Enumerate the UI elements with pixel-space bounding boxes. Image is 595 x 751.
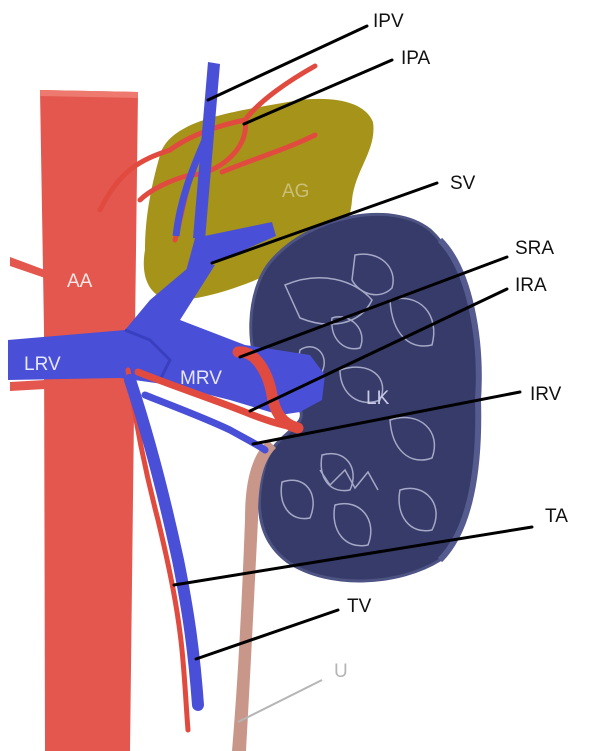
label-lrv: LRV <box>24 354 61 375</box>
label-irv: IRV <box>530 384 562 405</box>
abdominal-aorta <box>10 90 138 751</box>
label-ira: IRA <box>515 275 547 296</box>
label-ipv: IPV <box>373 11 404 32</box>
label-ag: AG <box>282 181 309 202</box>
label-tv: TV <box>347 596 372 617</box>
label-ipa: IPA <box>401 48 431 69</box>
label-u: U <box>334 661 348 682</box>
label-ta: TA <box>545 506 568 527</box>
label-mrv: MRV <box>180 368 222 389</box>
label-sv: SV <box>450 173 476 194</box>
label-sra: SRA <box>515 238 554 259</box>
label-lk: LK <box>366 388 390 409</box>
label-aa: AA <box>67 271 93 292</box>
